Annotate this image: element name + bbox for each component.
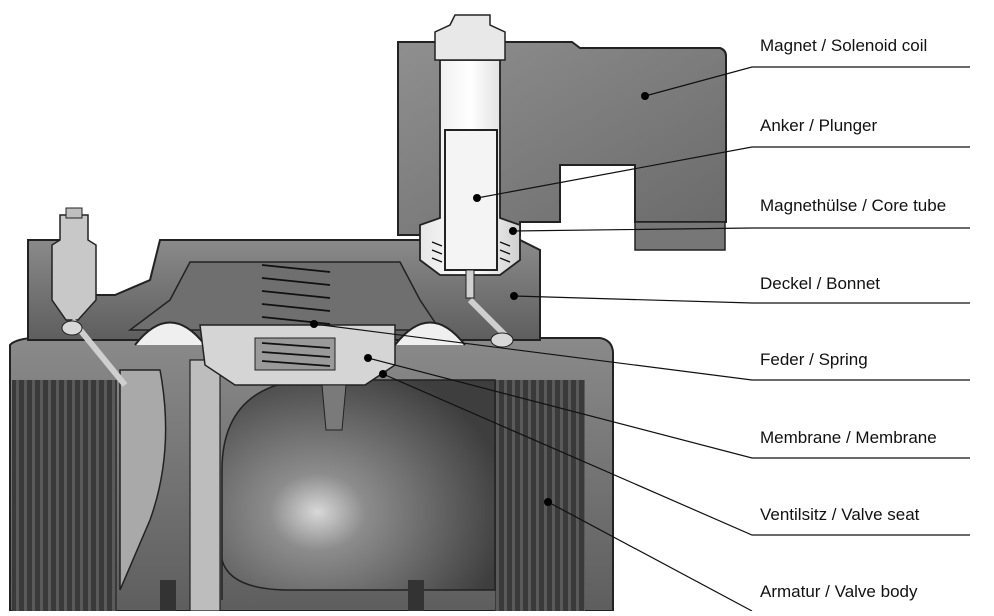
core-tube-cap <box>434 14 506 61</box>
left-nozzle <box>61 320 83 336</box>
leader-dots <box>310 92 649 506</box>
label-bonnet: Deckel / Bonnet <box>760 274 881 293</box>
label-spring: Feder / Spring <box>760 350 868 369</box>
pilot-screw <box>51 214 97 321</box>
seat-post <box>321 384 347 431</box>
label-valve-seat: Ventilsitz / Valve seat <box>760 505 920 524</box>
membrane-right <box>394 321 466 346</box>
label-solenoid-coil: Magnet / Solenoid coil <box>760 36 928 55</box>
plunger-springs <box>431 241 511 263</box>
leader-lines <box>313 66 970 612</box>
label-plunger: Anker / Plunger <box>760 116 878 135</box>
membrane-left <box>134 321 206 346</box>
label-membrane: Membrane / Membrane <box>760 428 937 447</box>
label-core-tube: Magnethülse / Core tube <box>760 196 947 215</box>
left-wall <box>119 369 167 591</box>
plunger-pin <box>465 269 475 299</box>
label-valve-body: Armatur / Valve body <box>760 582 918 601</box>
plunger-shape <box>444 129 498 271</box>
coil-foot <box>634 221 726 251</box>
flow-bore <box>221 379 496 600</box>
right-nozzle <box>490 332 514 348</box>
pilot-screw-cap <box>65 207 83 219</box>
pilot-channel-right <box>467 297 508 338</box>
spring-coils <box>261 264 331 367</box>
right-thread <box>495 380 585 611</box>
bolt-left <box>160 580 176 611</box>
bolt-right <box>408 580 424 611</box>
central-web <box>189 359 221 612</box>
left-thread <box>12 380 117 611</box>
